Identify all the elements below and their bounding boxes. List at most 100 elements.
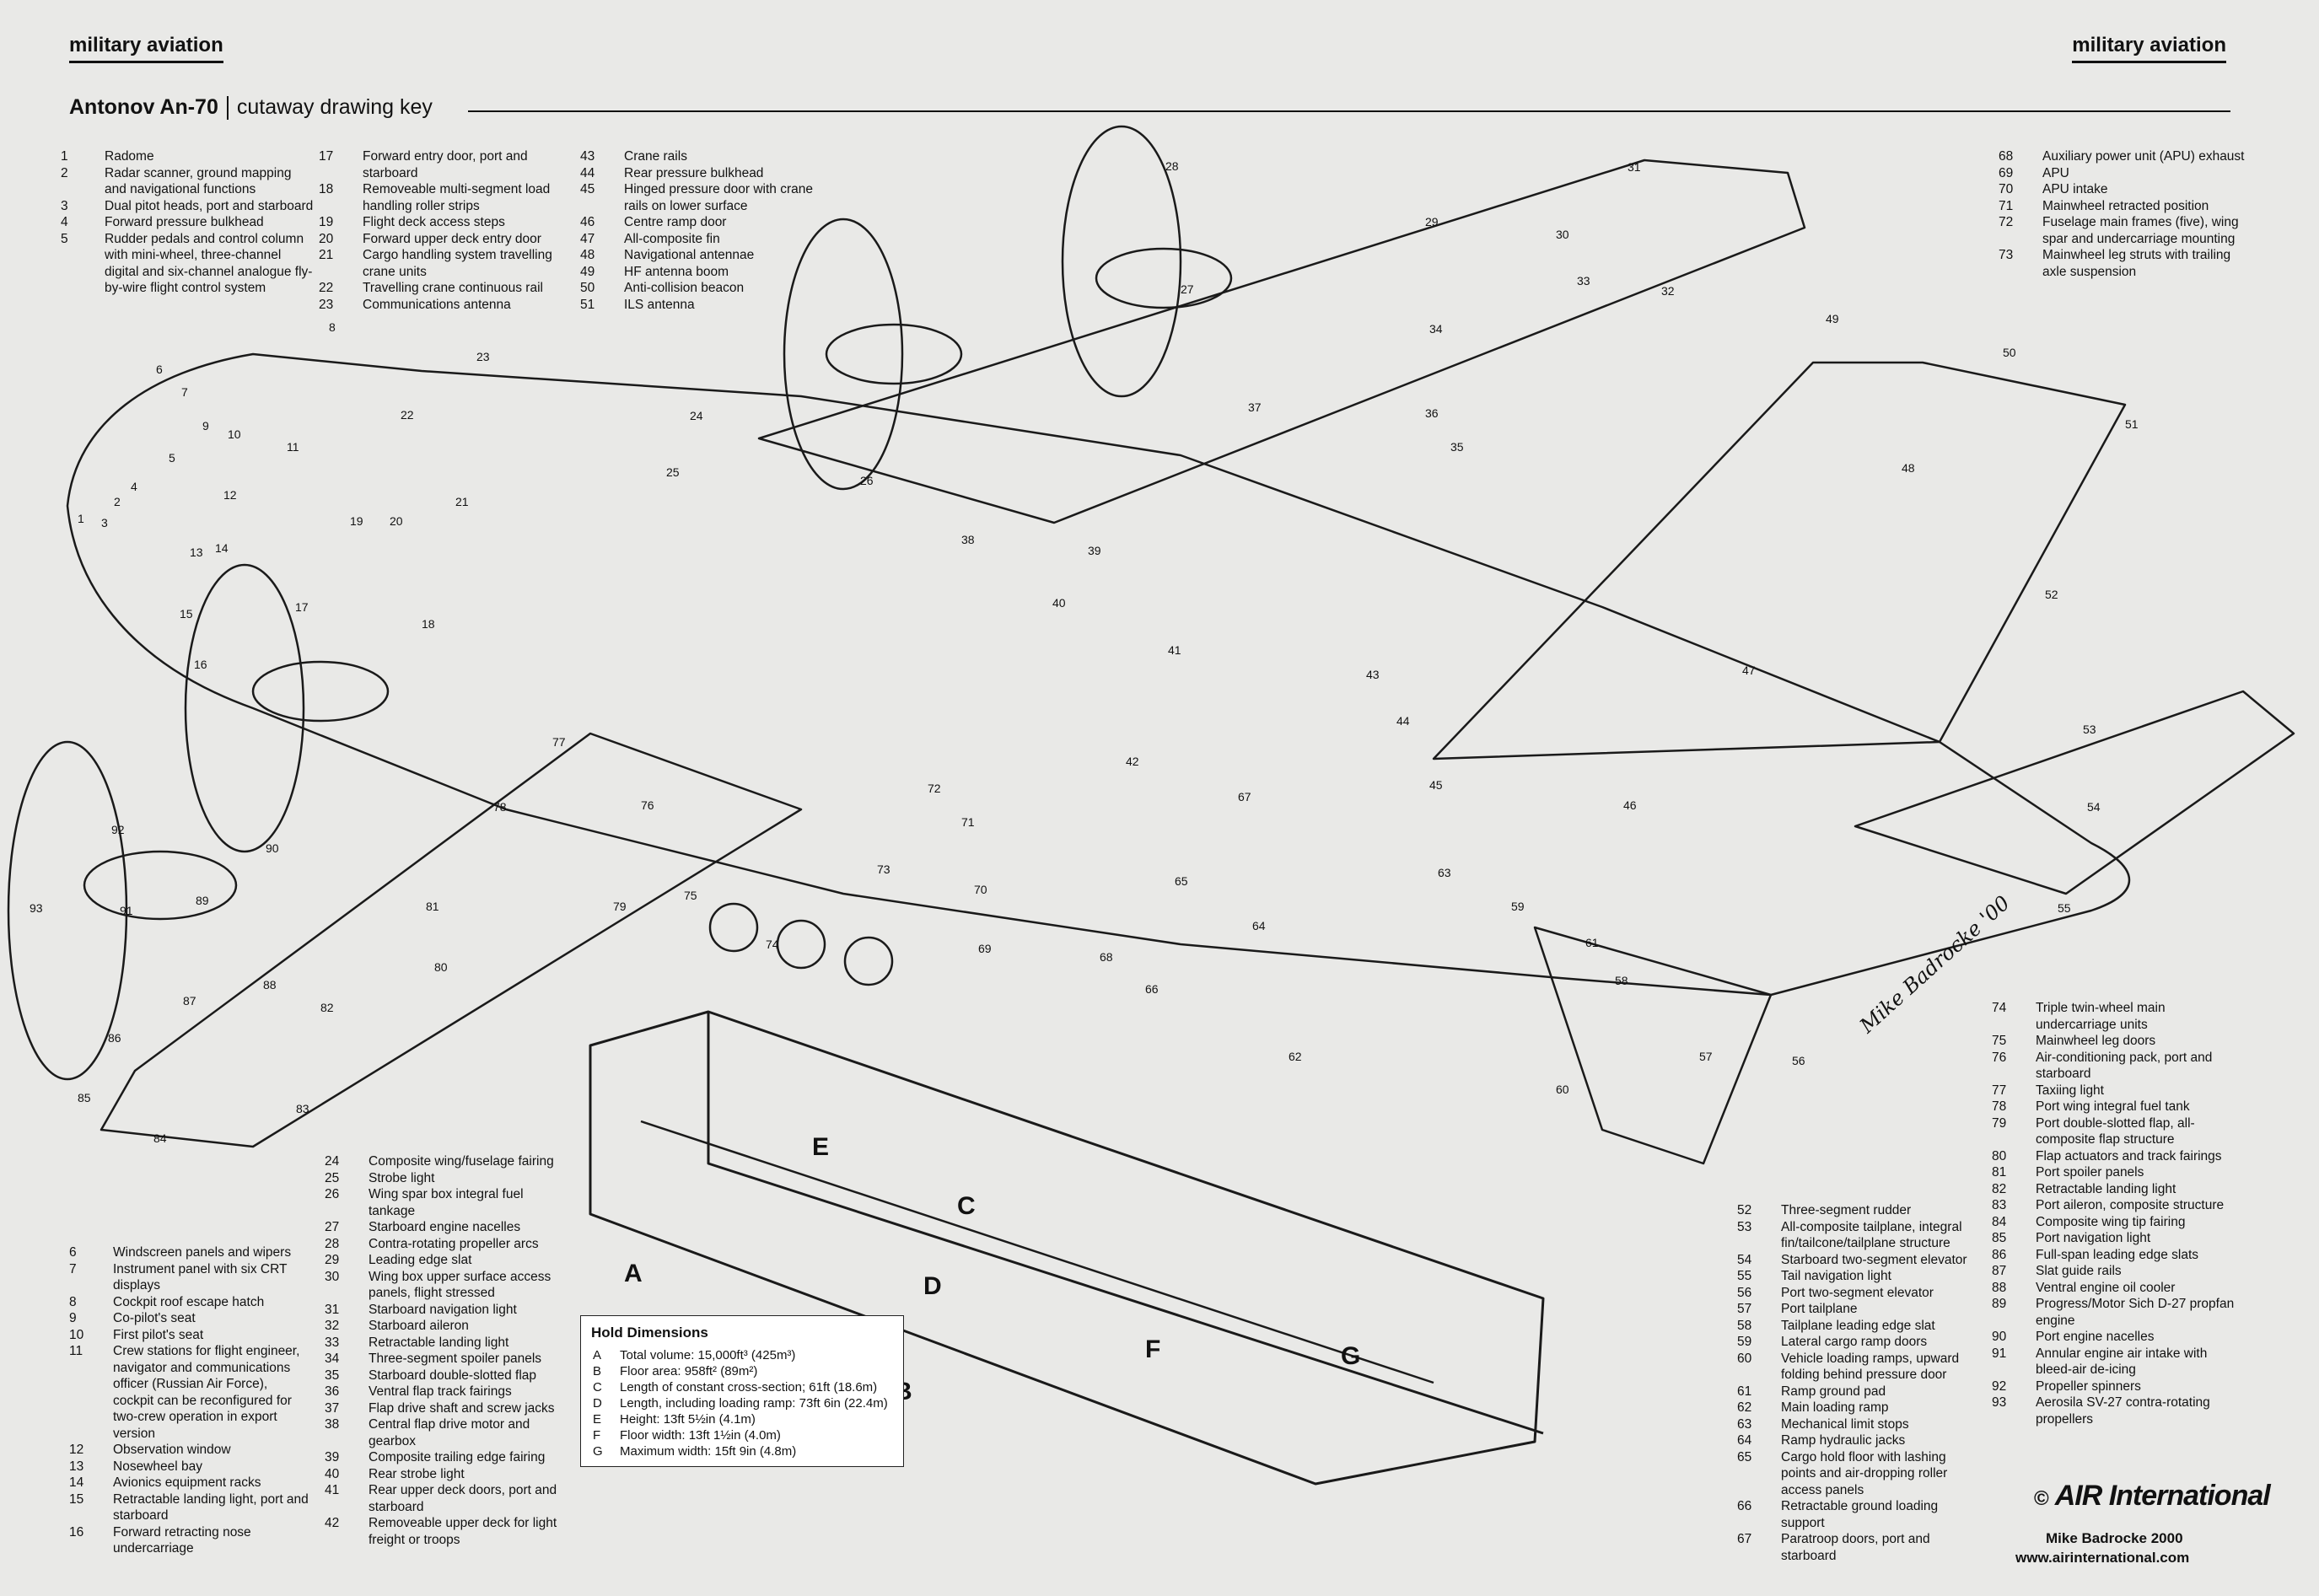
callout-53: 53 (2083, 723, 2096, 736)
callout-31: 31 (1628, 160, 1641, 174)
key-item-number: 76 (1992, 1050, 2007, 1065)
callout-72: 72 (928, 782, 941, 795)
key-item-text: Triple twin-wheel main undercarriage uni… (2036, 1001, 2166, 1032)
key-item-number: 5 (61, 231, 68, 246)
callout-35: 35 (1450, 440, 1464, 454)
callout-10: 10 (228, 427, 241, 441)
fuselage-outline (66, 352, 2130, 997)
callout-49: 49 (1826, 312, 1839, 325)
key-item-text: Flight deck access steps (363, 215, 505, 229)
callout-4: 4 (131, 480, 137, 493)
callout-51: 51 (2125, 417, 2139, 431)
key-item-text: Retractable ground loading support (1781, 1499, 1939, 1530)
key-item-text: Forward pressure bulkhead (105, 215, 264, 229)
key-item-text: Full-span leading edge slats (2036, 1247, 2199, 1262)
hold-item-letter: C (593, 1380, 602, 1394)
key-item-number: 43 (580, 149, 595, 164)
key-item-number: 83 (1992, 1198, 2007, 1212)
callout-39: 39 (1088, 544, 1101, 557)
key-item-number: 30 (325, 1269, 340, 1284)
callout-15: 15 (180, 607, 193, 621)
key-item-number: 69 (1999, 165, 2014, 180)
starboard-wing (757, 159, 1806, 524)
key-item-number: 31 (325, 1302, 340, 1317)
callout-3: 3 (101, 516, 108, 529)
callout-80: 80 (434, 960, 448, 974)
key-item-number: 61 (1737, 1384, 1752, 1399)
key-item-text: Ventral engine oil cooler (2036, 1280, 2176, 1295)
callout-63: 63 (1438, 866, 1451, 879)
key-item-number: 81 (1992, 1165, 2007, 1180)
key-item-text: Centre ramp door (624, 215, 727, 229)
key-item-number: 34 (325, 1351, 340, 1366)
key-item-text: Windscreen panels and wipers (113, 1245, 292, 1260)
callout-87: 87 (183, 994, 196, 1008)
key-item-text: Port engine nacelles (2036, 1330, 2155, 1344)
hold-item-text: Maximum width: 15ft 9in (4.8m) (620, 1444, 797, 1459)
key-item-text: Flap actuators and track fairings (2036, 1148, 2222, 1163)
key-item-number: 4 (61, 215, 68, 229)
key-item-text: Anti-collision beacon (624, 281, 745, 295)
key-item-text: Radome (105, 149, 154, 164)
callout-27: 27 (1181, 282, 1194, 296)
callout-50: 50 (2003, 346, 2016, 359)
key-item-text: Three-segment rudder (1781, 1203, 1912, 1217)
fin (1432, 361, 2127, 760)
callout-20: 20 (390, 514, 403, 528)
propeller-arc-3 (184, 563, 305, 853)
callout-12: 12 (223, 488, 237, 502)
key-item-text: Forward retracting nose undercarriage (113, 1524, 251, 1556)
callout-84: 84 (153, 1131, 167, 1145)
callout-18: 18 (422, 617, 435, 631)
callout-16: 16 (194, 658, 207, 671)
callout-77: 77 (552, 735, 566, 749)
callout-82: 82 (320, 1001, 334, 1014)
callout-24: 24 (690, 409, 703, 422)
tailplane-port (1533, 926, 1773, 1165)
key-item-number: 63 (1737, 1416, 1752, 1432)
callout-58: 58 (1615, 974, 1628, 987)
key-item-text: First pilot's seat (113, 1327, 204, 1342)
engine-nacelle-1 (1095, 247, 1233, 309)
key-item-number: 67 (1737, 1532, 1752, 1546)
key-item-number: 19 (319, 215, 334, 229)
key-item-text: Vehicle loading ramps, upward folding be… (1781, 1351, 1960, 1383)
key-item-number: 65 (1737, 1449, 1752, 1464)
key-item-number: 1 (61, 149, 68, 164)
key-item-text: Retractable landing light (369, 1335, 509, 1350)
hold-item-text: Length of constant cross-section; 61ft (… (620, 1380, 878, 1394)
key-item-text: Cargo hold floor with lashing points and… (1781, 1449, 1948, 1497)
key-item-number: 87 (1992, 1264, 2007, 1278)
key-item-text: Fuselage main frames (five), wing spar a… (2042, 215, 2239, 246)
key-item-number: 93 (1992, 1395, 2007, 1410)
callout-67: 67 (1238, 790, 1251, 803)
key-item-number: 22 (319, 281, 334, 295)
callout-29: 29 (1425, 215, 1439, 228)
key-item-number: 92 (1992, 1378, 2007, 1394)
callout-1: 1 (78, 512, 84, 525)
key-item-number: 46 (580, 215, 595, 229)
key-item-number: 24 (325, 1154, 340, 1169)
